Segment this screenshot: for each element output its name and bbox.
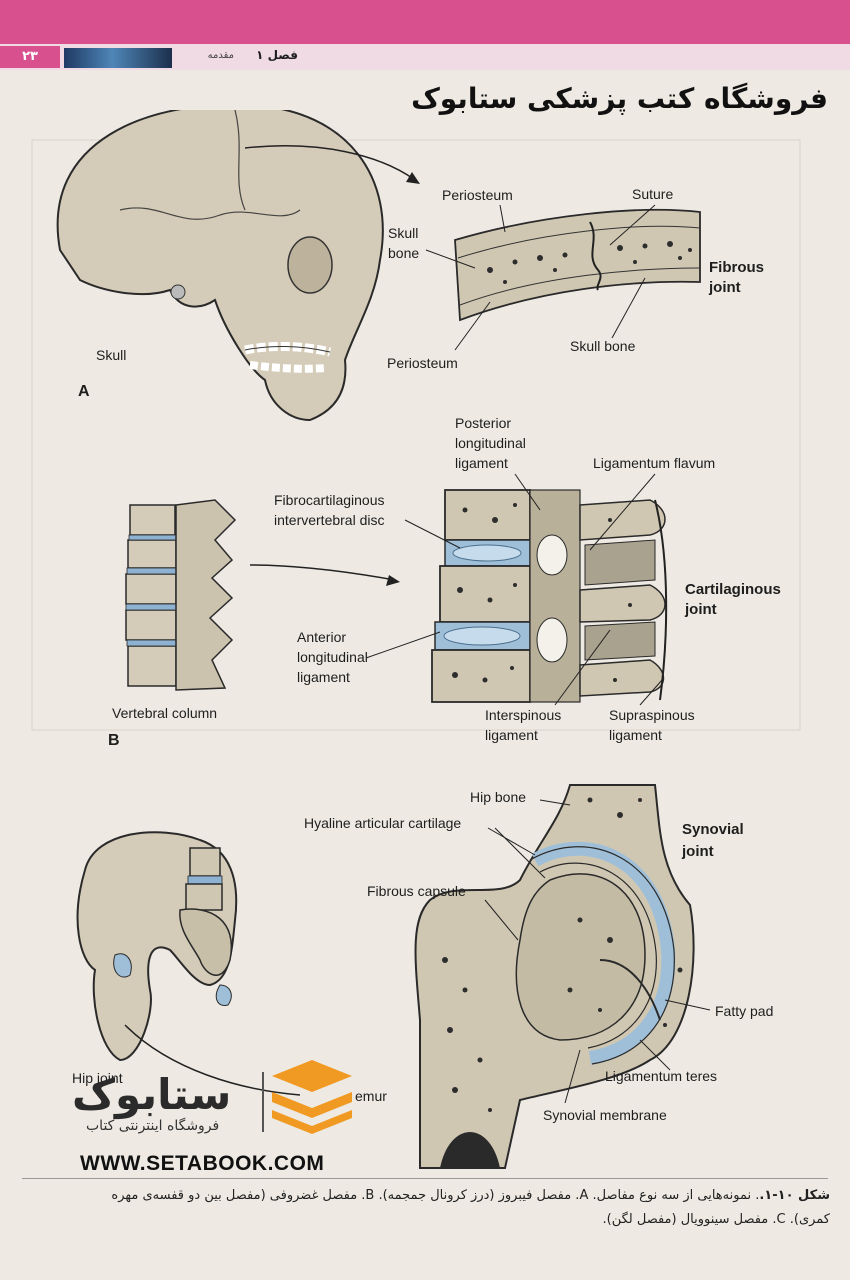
label-skull: Skull — [96, 347, 126, 363]
label-skull-bone-1: Skull — [388, 225, 418, 241]
chapter-label: فصل ۱ — [256, 48, 298, 62]
vertebral-column-illustration — [125, 499, 237, 691]
panel-letter-a: A — [78, 383, 90, 400]
label-posterior-3: ligament — [455, 455, 508, 471]
skull-illustration — [56, 110, 384, 422]
label-posterior-2: longitudinal — [455, 435, 526, 451]
label-posterior-1: Posterior — [455, 415, 511, 431]
label-fibrous-joint-1: Fibrous — [709, 259, 764, 276]
setabook-url: WWW.SETABOOK.COM — [80, 1152, 325, 1175]
label-skull-bone-2: bone — [388, 245, 419, 261]
caption-line-1: . نمونه‌هایی از سه نوع مفاصل. A. مفصل فی… — [111, 1188, 760, 1203]
figure-caption: شکل ۱۰-۱.. نمونه‌هایی از سه نوع مفاصل. A… — [24, 1184, 830, 1232]
label-hip-joint-partial: Hip joint — [72, 1070, 123, 1086]
label-fibrous-capsule: Fibrous capsule — [367, 883, 466, 899]
setabook-logo-subtitle: فروشگاه اینترنتی کتاب — [86, 1118, 220, 1134]
store-title: فروشگاه کتب پزشکی ستابوک — [411, 82, 828, 115]
label-hyaline-cartilage: Hyaline articular cartilage — [304, 815, 461, 831]
label-synovial-joint-1: Synovial — [682, 821, 744, 838]
label-supraspinous-2: ligament — [609, 727, 662, 743]
label-synovial-joint-2: joint — [681, 843, 714, 860]
setabook-logo-mark — [272, 1060, 352, 1134]
label-cartilaginous-1: Cartilaginous — [685, 581, 781, 598]
label-periosteum-bottom: Periosteum — [387, 355, 458, 371]
label-synovial-membrane: Synovial membrane — [543, 1107, 667, 1123]
label-anterior-2: longitudinal — [297, 649, 368, 665]
intervertebral-cross-section — [431, 489, 668, 703]
header-thumbnail-image — [64, 48, 172, 68]
label-interspinous-1: Interspinous — [485, 707, 561, 723]
label-disc-1: Fibrocartilaginous — [274, 492, 385, 508]
caption-rule — [22, 1178, 828, 1179]
label-supraspinous-1: Supraspinous — [609, 707, 695, 723]
logo-divider — [262, 1072, 264, 1132]
label-ligamentum-teres: Ligamentum teres — [605, 1068, 717, 1084]
panel-letter-b: B — [108, 732, 120, 749]
label-fibrous-joint-2: joint — [708, 279, 741, 296]
label-interspinous-2: ligament — [485, 727, 538, 743]
joints-figure: Periosteum Suture Skull bone Fibrous joi… — [31, 110, 801, 1169]
top-color-band — [0, 0, 850, 44]
label-anterior-1: Anterior — [297, 629, 346, 645]
section-label: مقدمه — [207, 50, 234, 61]
suture-cross-section — [454, 208, 701, 322]
caption-label: شکل ۱۰-۱. — [759, 1188, 830, 1203]
setabook-logo-text: ستابوک — [72, 1070, 232, 1119]
page-number: ۲۳ — [0, 46, 60, 68]
label-femur-partial: emur — [355, 1088, 387, 1104]
label-fatty-pad: Fatty pad — [715, 1003, 773, 1019]
label-vertebral-column: Vertebral column — [112, 705, 217, 721]
hip-joint-cross-section — [414, 784, 695, 1169]
label-skull-bone-right: Skull bone — [570, 338, 636, 354]
label-cartilaginous-2: joint — [684, 601, 717, 618]
pelvis-illustration — [76, 831, 238, 1062]
label-suture: Suture — [632, 186, 673, 202]
label-disc-2: intervertebral disc — [274, 512, 385, 528]
label-ligamentum-flavum: Ligamentum flavum — [593, 455, 715, 471]
caption-line-2: کمری). C. مفصل سینوویال (مفصل لگن). — [602, 1212, 830, 1227]
label-periosteum-top: Periosteum — [442, 187, 513, 203]
label-hip-bone: Hip bone — [470, 789, 526, 805]
label-anterior-3: ligament — [297, 669, 350, 685]
